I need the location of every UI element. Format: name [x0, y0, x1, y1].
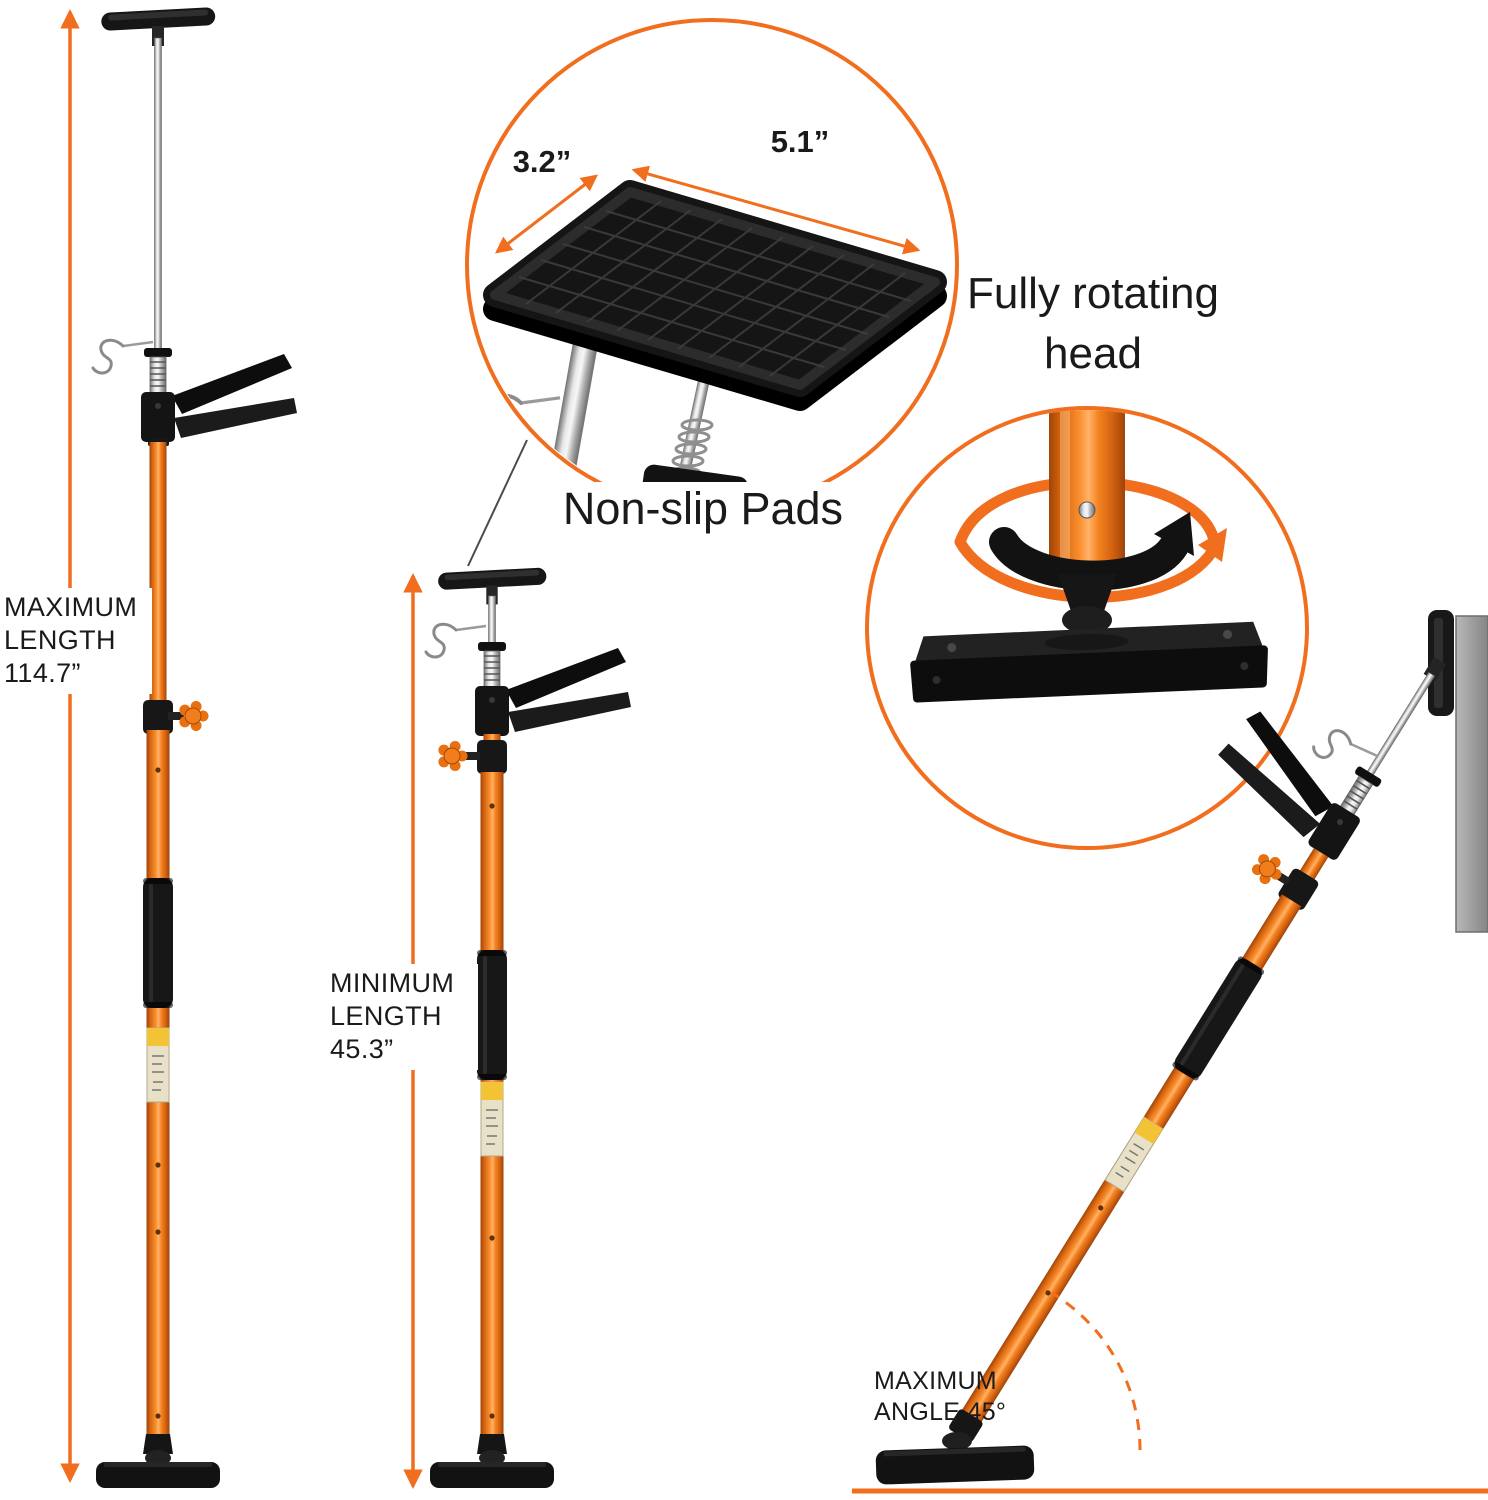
- rotating-head-label: Fully rotating head: [967, 269, 1219, 378]
- swivel-dome: [942, 1432, 972, 1450]
- retainer-hook: [91, 338, 155, 375]
- orange-arrowhead-icon: [1198, 528, 1227, 562]
- min-length-line2: LENGTH: [330, 1001, 442, 1031]
- pad-width-label: 3.2”: [513, 144, 572, 179]
- pin-hole: [155, 767, 161, 773]
- pivot-pin: [1078, 501, 1096, 519]
- pin-hole: [1045, 1290, 1051, 1296]
- min-length-line1: MINIMUM: [330, 968, 454, 998]
- clamp-handle: [474, 641, 632, 737]
- label-backdrop: [324, 964, 478, 1070]
- foot-plate: [96, 1434, 220, 1488]
- max-angle-line2: ANGLE 45°: [874, 1398, 1006, 1426]
- max-length-line2: LENGTH: [4, 625, 116, 655]
- pad-width-arrow: [495, 174, 598, 254]
- pin-hole: [489, 803, 495, 809]
- pole-highlight: [1060, 410, 1070, 578]
- caption-backdrop: [528, 482, 880, 538]
- swivel-foot-plate: [875, 1445, 1035, 1485]
- angle-arc: [1051, 1291, 1142, 1451]
- pad-length-label: 5.1”: [771, 124, 830, 159]
- min-length-dimension: MINIMUM LENGTH 45.3”: [324, 573, 478, 1489]
- black-arrowhead-icon: [1154, 512, 1194, 556]
- swivel-cone: [1058, 574, 1117, 614]
- pole-max-extended: [91, 7, 298, 1488]
- star-knob: [1247, 848, 1290, 891]
- foam-grip: [477, 950, 507, 1080]
- slide-rod: [488, 595, 496, 647]
- wall: [1455, 615, 1488, 933]
- angled-use-scene: MAXIMUM ANGLE 45°: [852, 610, 1488, 1494]
- pad-inset: 3.2” 5.1” Non-slip Pads: [465, 18, 959, 567]
- rotating-head-detail: [910, 410, 1268, 703]
- inset-leader-line: [467, 439, 528, 567]
- label-sticker: [480, 1081, 504, 1157]
- knob-stem: [464, 752, 480, 760]
- lock-collar: [143, 700, 173, 734]
- rotating-head-line1: Fully rotating: [967, 269, 1219, 318]
- slide-rod: [154, 37, 162, 353]
- clamp-handle: [140, 347, 298, 443]
- slide-rod: [1365, 671, 1436, 779]
- swivel-dome: [1062, 606, 1112, 634]
- max-angle-line1: MAXIMUM: [874, 1367, 997, 1395]
- max-length-value: 114.7”: [4, 658, 81, 688]
- retainer-hook: [424, 622, 488, 659]
- knob-stem: [168, 712, 184, 720]
- pole-angled: [949, 656, 1447, 1442]
- label-sticker: [1104, 1116, 1164, 1193]
- max-length-line1: MAXIMUM: [4, 592, 137, 622]
- pin-hole: [155, 1162, 161, 1168]
- lock-collar: [477, 740, 507, 774]
- star-knob: [437, 740, 468, 772]
- pole-min-collapsed: [424, 567, 632, 1488]
- foam-grip: [1171, 955, 1266, 1082]
- pin-hole: [155, 1229, 161, 1235]
- pin-hole: [489, 1413, 495, 1419]
- foot-plate: [430, 1434, 554, 1488]
- swivel-base: [910, 621, 1268, 703]
- pin-hole: [489, 1235, 495, 1241]
- pin-hole: [1098, 1205, 1104, 1211]
- min-length-value: 45.3”: [330, 1034, 394, 1064]
- foam-grip: [143, 878, 173, 1008]
- rotating-head-line2: head: [1044, 329, 1142, 378]
- upper-tube: [149, 442, 167, 704]
- label-sticker: [146, 1027, 170, 1103]
- pin-hole: [155, 1413, 161, 1419]
- max-length-dimension: MAXIMUM LENGTH 114.7”: [0, 9, 152, 1483]
- pole-section: [1049, 410, 1125, 578]
- nonslip-caption: Non-slip Pads: [563, 483, 843, 534]
- rotating-head-inset: [865, 406, 1309, 850]
- pad-length-arrow: [631, 165, 921, 255]
- label-backdrop: [0, 588, 152, 694]
